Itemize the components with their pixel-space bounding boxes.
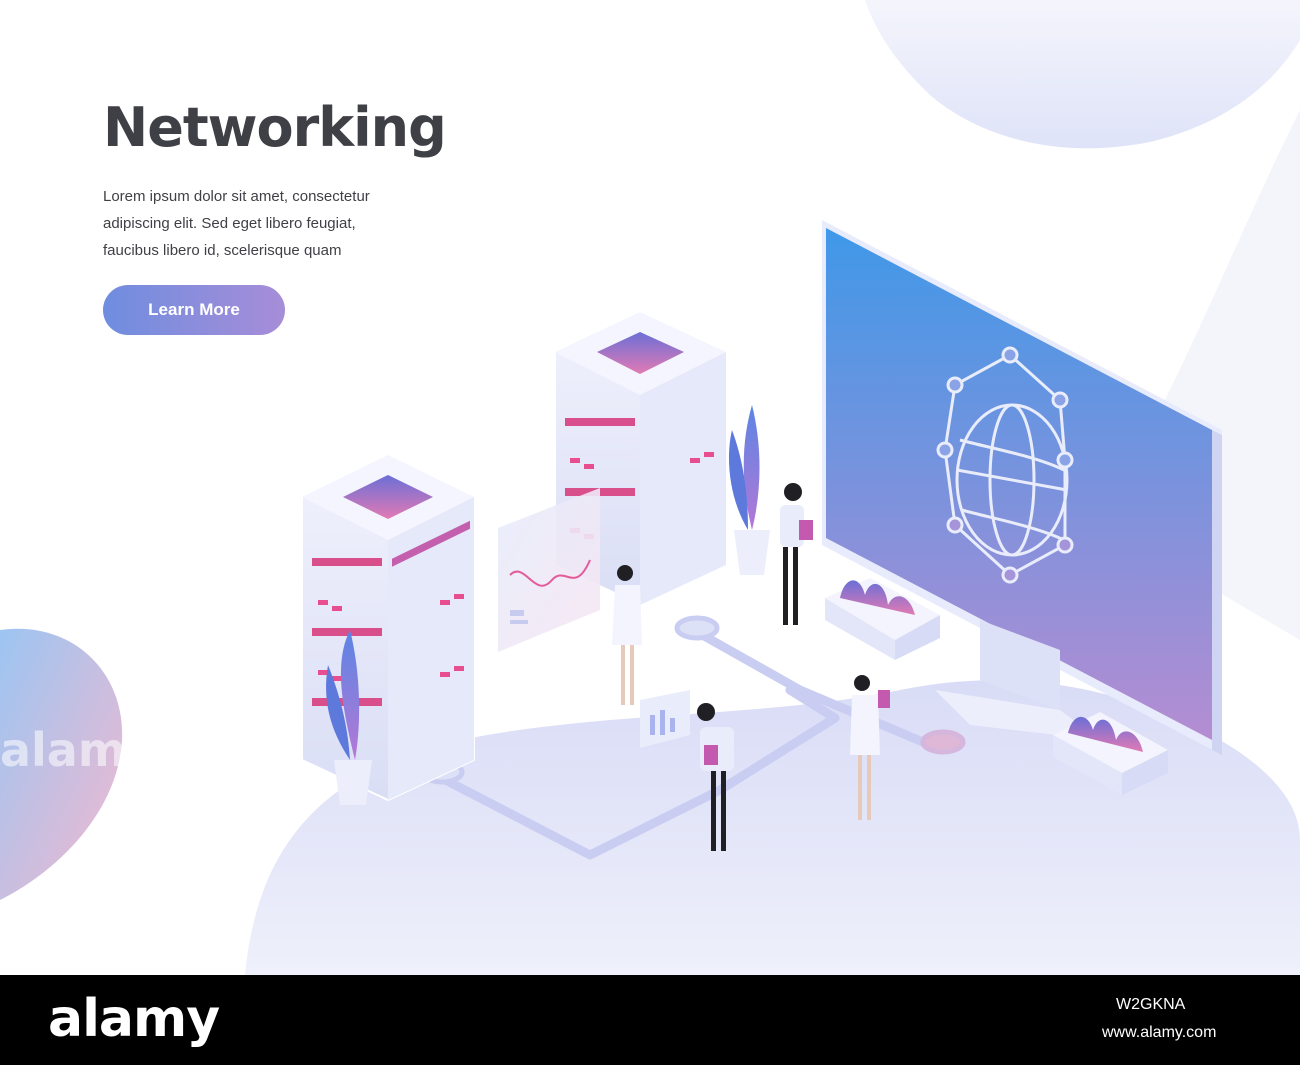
stock-footer-bar: alamy W2GKNA www.alamy.com — [0, 975, 1300, 1065]
globe-network-icon — [936, 346, 1074, 584]
network-links — [425, 623, 935, 860]
landing-page: alamy Networking Lorem ipsum dolor sit a… — [0, 0, 1300, 975]
description-line: adipiscing elit. Sed eget libero feugiat… — [103, 215, 356, 232]
watermark: alamy — [0, 723, 156, 777]
analytics-panel — [498, 488, 690, 748]
plant-center — [728, 405, 770, 575]
server-rack-left — [301, 453, 475, 802]
learn-more-button[interactable]: Learn More — [103, 285, 285, 335]
page-title: Networking — [103, 96, 447, 159]
image-id: W2GKNA — [1116, 996, 1186, 1013]
network-node — [674, 615, 720, 641]
networking-illustration: alamy — [0, 0, 1300, 975]
site-url: www.alamy.com — [1102, 1024, 1217, 1041]
person-right — [850, 675, 890, 820]
planter-right-top — [825, 578, 940, 660]
person-center — [697, 703, 734, 851]
network-node — [920, 729, 966, 755]
top-right-blob — [865, 0, 1300, 149]
person-top — [780, 483, 813, 625]
floor-blob — [245, 680, 1300, 975]
left-blob — [0, 628, 123, 900]
monitor — [822, 220, 1222, 755]
description-line: faucibus libero id, scelerisque quam — [103, 242, 342, 259]
planter-right-bottom — [1053, 712, 1168, 795]
person-pointing — [612, 565, 642, 705]
brand-logo: alamy — [48, 989, 220, 1049]
description-line: Lorem ipsum dolor sit amet, consectetur — [103, 188, 370, 205]
hero-description: Lorem ipsum dolor sit amet, consectetur … — [103, 183, 423, 264]
plant-left — [326, 630, 372, 805]
